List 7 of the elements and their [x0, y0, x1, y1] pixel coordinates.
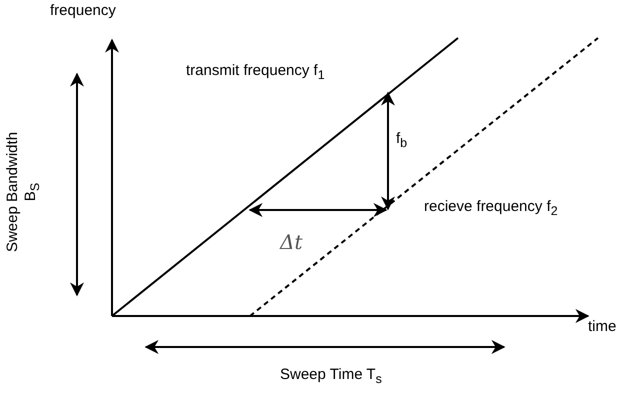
dimension-label: f$_{b}$	[396, 130, 408, 152]
axis-label: time	[588, 318, 616, 336]
axis-label: frequency	[50, 2, 116, 20]
dimension-label: Sweep Time T$_{s}$	[280, 366, 382, 388]
line-label: recieve frequency f$_{2}$	[424, 198, 558, 220]
line-label: transmit frequency f$_{1}$	[186, 62, 325, 84]
dimension-label: Δt	[280, 230, 302, 254]
